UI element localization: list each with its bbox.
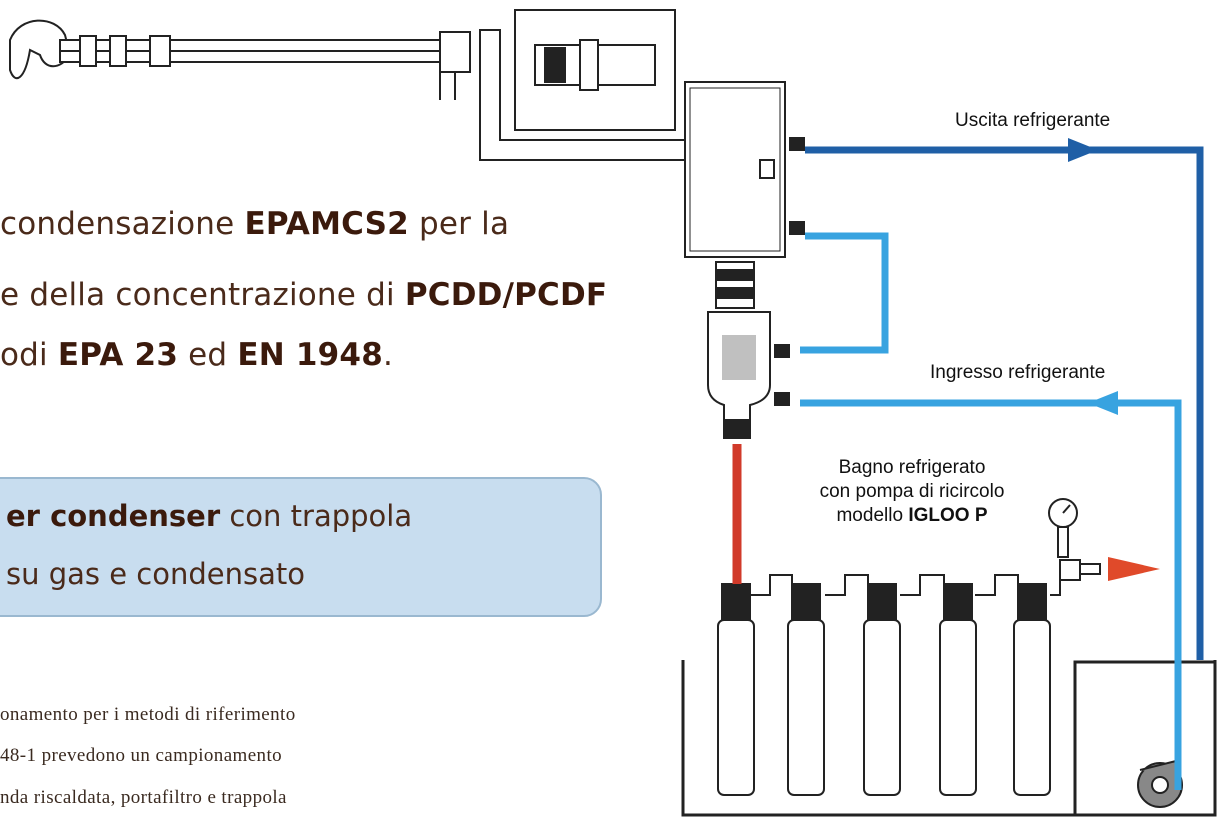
exhaust-arrow-icon xyxy=(1108,557,1160,581)
impinger-2 xyxy=(787,583,825,796)
bath-label: Bagno refrigerato con pompa di ricircolo… xyxy=(762,456,1062,528)
impinger-3 xyxy=(863,583,901,796)
nozzle-icon xyxy=(9,19,72,80)
impinger-5 xyxy=(1013,583,1051,796)
bath-label-line-2: con pompa di ricircolo xyxy=(819,481,1005,502)
impinger-row xyxy=(717,574,1061,796)
callout-line-2: su gas e condensato xyxy=(6,557,305,591)
outlet-arrow-icon xyxy=(1068,138,1098,162)
coolant-outlet-pipe xyxy=(805,138,1204,660)
bath-label-line-3: modello IGLOO P xyxy=(836,505,988,526)
outlet-label: Uscita refrigerante xyxy=(955,110,1111,131)
impinger-4 xyxy=(939,583,977,796)
inlet-label: Ingresso refrigerante xyxy=(930,362,1106,383)
callout-box: er condenser con trappola su gas e conde… xyxy=(0,477,602,617)
callout-line-1: er condenser con trappola xyxy=(6,499,413,533)
coolant-inlet-pipe xyxy=(800,232,1182,790)
body-line-3: nda riscaldata, portafiltro e trappola xyxy=(0,787,287,808)
inlet-arrow-icon xyxy=(1088,391,1118,415)
bath-label-line-1: Bagno refrigerato xyxy=(838,457,986,478)
body-line-1: onamento per i metodi di riferimento xyxy=(0,704,296,725)
body-line-2: 48-1 prevedono un campionamento xyxy=(0,745,283,766)
impinger-1 xyxy=(717,583,755,796)
